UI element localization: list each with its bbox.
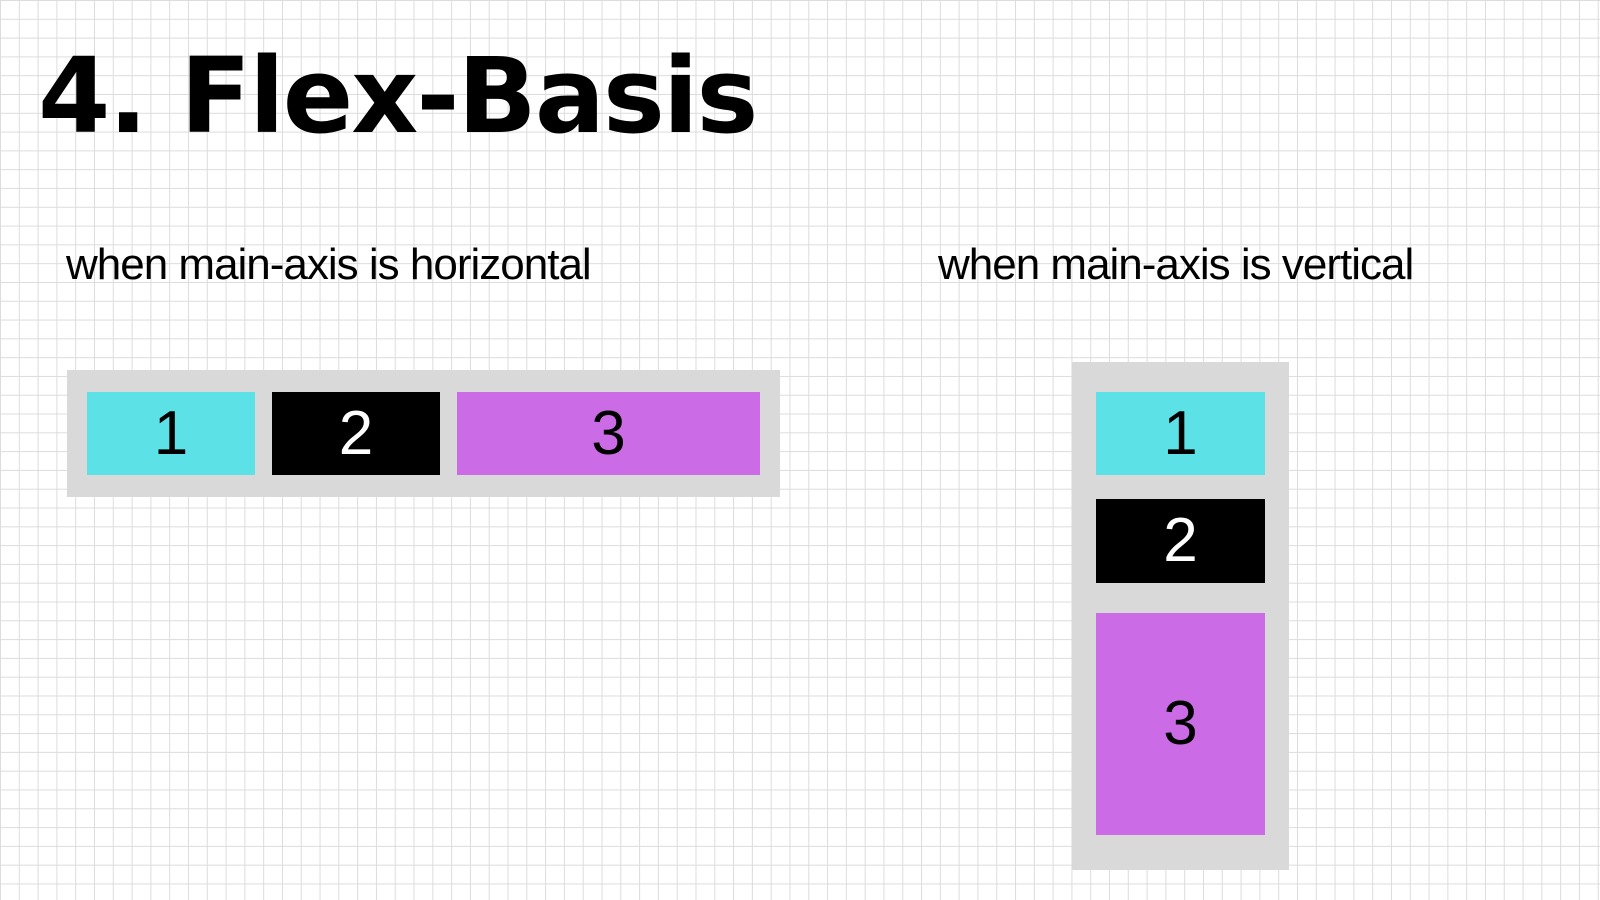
horizontal-caption: when main-axis is horizontal [66, 240, 592, 289]
vertical-caption: when main-axis is vertical [938, 240, 1414, 289]
vertical-flex-item-1: 1 [1096, 392, 1265, 475]
horizontal-flex-item-1: 1 [87, 392, 255, 475]
horizontal-flex-item-3: 3 [457, 392, 760, 475]
vertical-flex-item-3: 3 [1096, 613, 1265, 835]
page-title: 4. Flex-Basis [38, 35, 758, 157]
vertical-flex-item-2: 2 [1096, 499, 1265, 583]
horizontal-flex-item-2: 2 [272, 392, 440, 475]
horizontal-flex-container: 1 2 3 [67, 370, 780, 497]
vertical-flex-container: 1 2 3 [1072, 362, 1289, 870]
